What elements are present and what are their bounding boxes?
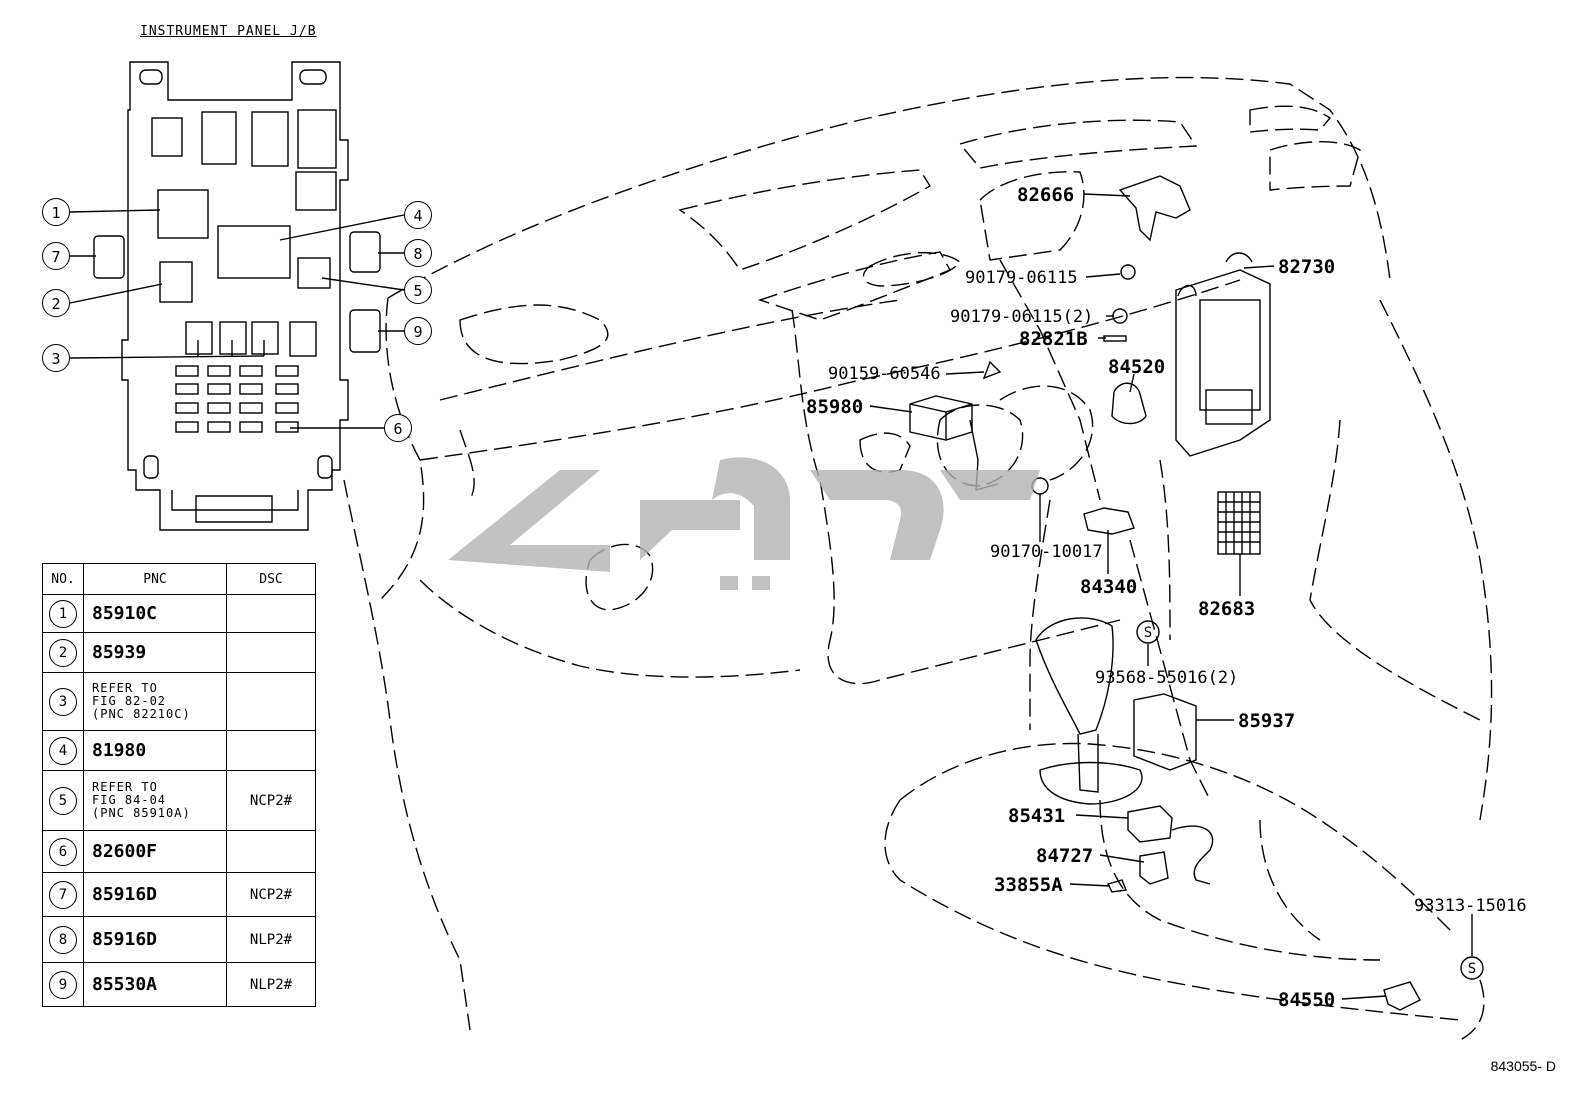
part-label-93313-15016: 93313-15016 xyxy=(1414,896,1527,916)
callout-leaders xyxy=(69,209,405,429)
junction-block xyxy=(93,61,381,531)
svg-text:S: S xyxy=(1144,625,1152,641)
table-header-row: NO. PNC DSC xyxy=(42,563,316,595)
svg-text:S: S xyxy=(1468,961,1476,977)
part-label-82821b: 82821B xyxy=(1019,328,1088,350)
component-82730 xyxy=(1175,252,1271,457)
table-row: 2 85939 xyxy=(42,632,316,673)
component-84520 xyxy=(1111,382,1147,425)
part-label-85431: 85431 xyxy=(1008,805,1066,827)
row-dsc: NLP2# xyxy=(226,962,316,1007)
row-number: 3 xyxy=(49,687,77,716)
component-82666 xyxy=(1118,175,1191,242)
nut-icon xyxy=(1112,308,1128,324)
header-no: NO. xyxy=(42,563,84,595)
row-number: 8 xyxy=(49,925,77,954)
row-dsc xyxy=(226,632,316,673)
row-dsc xyxy=(226,594,316,633)
row-pnc: 85916D xyxy=(83,916,227,963)
parts-reference-table: NO. PNC DSC 1 85910C 2 85939 3 REFER TO … xyxy=(42,563,316,1007)
callout-9: 9 xyxy=(404,317,432,345)
callout-1: 1 xyxy=(42,198,70,226)
row-number: 7 xyxy=(49,880,77,909)
component-84550 xyxy=(1383,981,1421,1011)
diagram-reference-code: 843055- D xyxy=(1490,1058,1556,1074)
table-row: 8 85916D NLP2# xyxy=(42,916,316,963)
part-label-85937: 85937 xyxy=(1238,710,1296,732)
row-dsc: NLP2# xyxy=(226,916,316,963)
callout-5: 5 xyxy=(404,276,432,304)
component-85431 xyxy=(1127,805,1214,885)
row-number: 9 xyxy=(49,970,77,999)
part-label-33855a: 33855A xyxy=(994,874,1063,896)
component-84340 xyxy=(1083,507,1135,535)
part-label-82730: 82730 xyxy=(1278,256,1336,278)
component-85937 xyxy=(1133,693,1197,771)
header-dsc: DSC xyxy=(226,563,316,595)
part-label-82683: 82683 xyxy=(1198,598,1256,620)
table-row: 7 85916D NCP2# xyxy=(42,872,316,917)
table-row: 6 82600F xyxy=(42,830,316,873)
row-pnc: 85910C xyxy=(83,594,227,633)
callout-6: 6 xyxy=(384,414,412,442)
shift-lever xyxy=(1035,617,1143,805)
row-dsc: NCP2# xyxy=(226,770,316,831)
part-label-84550: 84550 xyxy=(1278,989,1336,1011)
row-pnc: 82600F xyxy=(83,830,227,873)
watermark-logo xyxy=(448,457,1040,590)
component-84727 xyxy=(1139,851,1169,885)
row-pnc: 85939 xyxy=(83,632,227,673)
row-pnc: 81980 xyxy=(83,730,227,771)
row-number: 1 xyxy=(49,599,77,628)
part-label-90170-10017: 90170-10017 xyxy=(990,542,1103,562)
part-label-84727: 84727 xyxy=(1036,845,1094,867)
row-dsc xyxy=(226,830,316,873)
callout-4: 4 xyxy=(404,201,432,229)
table-row: 4 81980 xyxy=(42,730,316,771)
table-row: 5 REFER TO FIG 84-04 (PNC 85910A) NCP2# xyxy=(42,770,316,831)
pnc-line: FIG 84-04 xyxy=(92,793,167,807)
table-row: 9 85530A NLP2# xyxy=(42,962,316,1007)
clip-s-icon xyxy=(1460,956,1484,980)
component-82683 xyxy=(1217,491,1261,555)
clip-icon xyxy=(1103,335,1127,342)
pnc-line: REFER TO xyxy=(92,681,158,695)
row-number: 5 xyxy=(49,786,77,815)
callout-3: 3 xyxy=(42,344,70,372)
part-label-84340: 84340 xyxy=(1080,576,1138,598)
callout-2: 2 xyxy=(42,289,70,317)
row-pnc: REFER TO FIG 82-02 (PNC 82210C) xyxy=(83,672,227,731)
part-label-90159-60546: 90159-60546 xyxy=(828,364,941,384)
row-pnc: 85530A xyxy=(83,962,227,1007)
panel-title: INSTRUMENT PANEL J/B xyxy=(140,24,317,39)
part-label-90179-06115: 90179-06115 xyxy=(965,268,1078,288)
nut-icon xyxy=(1120,264,1136,280)
component-33855a xyxy=(1106,879,1127,893)
callout-8: 8 xyxy=(404,239,432,267)
clip-s-icon xyxy=(1136,620,1160,644)
part-label-84520: 84520 xyxy=(1108,356,1166,378)
table-row: 3 REFER TO FIG 82-02 (PNC 82210C) xyxy=(42,672,316,731)
part-label-82666: 82666 xyxy=(1017,184,1075,206)
row-number: 4 xyxy=(49,736,77,765)
part-label-93568-55016-2: 93568-55016(2) xyxy=(1095,668,1239,688)
callout-7: 7 xyxy=(42,242,70,270)
part-label-90179-06115-2: 90179-06115(2) xyxy=(950,307,1094,327)
row-dsc xyxy=(226,672,316,731)
row-pnc: REFER TO FIG 84-04 (PNC 85910A) xyxy=(83,770,227,831)
pnc-line: FIG 82-02 xyxy=(92,694,167,708)
row-dsc xyxy=(226,730,316,771)
part-leaders xyxy=(869,193,1473,1000)
pnc-line: (PNC 82210C) xyxy=(92,707,191,721)
row-number: 6 xyxy=(49,837,77,866)
part-label-85980: 85980 xyxy=(806,396,864,418)
table-row: 1 85910C xyxy=(42,594,316,633)
header-pnc: PNC xyxy=(83,563,227,595)
row-number: 2 xyxy=(49,638,77,667)
row-pnc: 85916D xyxy=(83,872,227,917)
pnc-line: (PNC 85910A) xyxy=(92,806,191,820)
pnc-line: REFER TO xyxy=(92,780,158,794)
row-dsc: NCP2# xyxy=(226,872,316,917)
